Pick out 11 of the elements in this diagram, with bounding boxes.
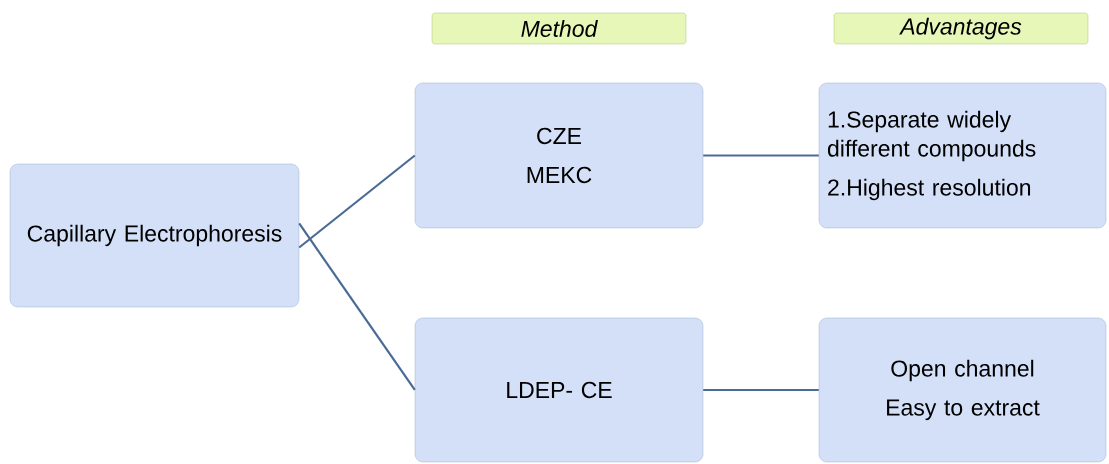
connector-line: [298, 222, 416, 391]
process-box: Capillary Electrophoresis: [9, 163, 300, 308]
process-box: Open channel Easy to extract: [818, 317, 1107, 463]
connector-line: [703, 388, 819, 392]
column-header: Method: [431, 12, 687, 45]
column-header: Advantages: [833, 12, 1089, 45]
process-box: 1.Separate widely different compounds 2.Highest resolution: [818, 82, 1107, 229]
process-box: CZE MEKC: [414, 82, 704, 229]
connector-line: [703, 154, 819, 157]
connector-line: [298, 154, 416, 249]
process-box: LDEP- CE: [414, 317, 704, 463]
